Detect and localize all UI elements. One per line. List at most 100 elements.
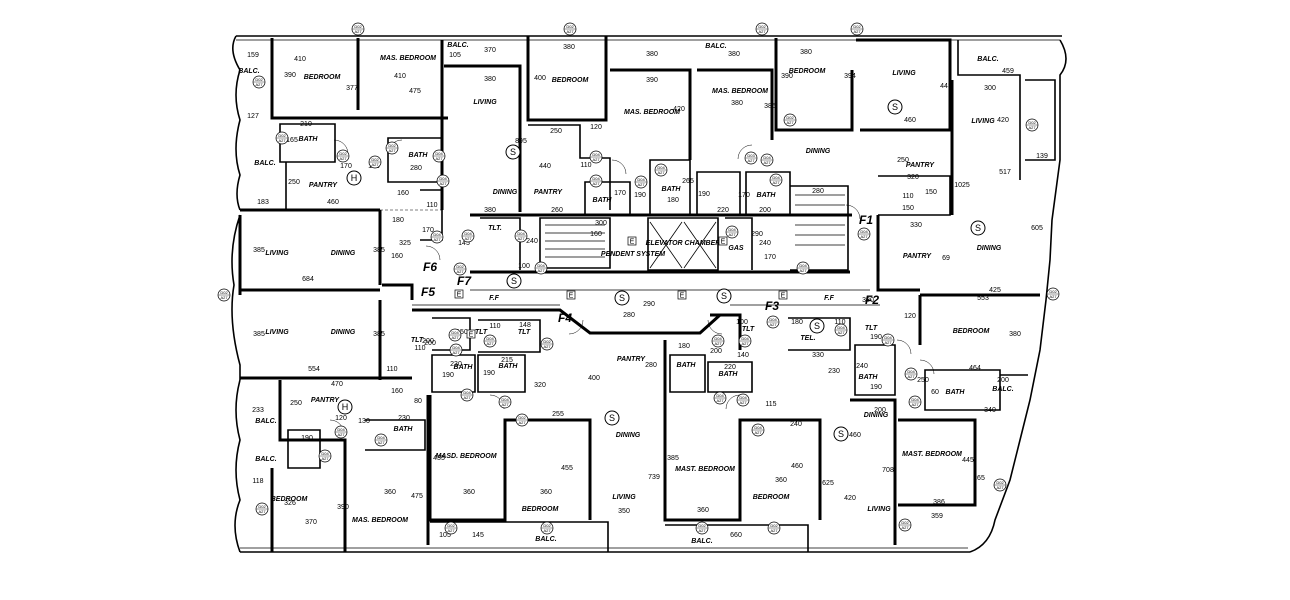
- room-label: DINING: [977, 245, 1002, 252]
- detail-tag-line: D02: [255, 77, 263, 82]
- dimension-label: 280: [645, 362, 657, 369]
- dimension-label: 105: [449, 52, 461, 59]
- room-label: LIVING: [473, 99, 497, 106]
- detail-tag-line: A27: [439, 181, 447, 186]
- detail-tag-line: A27: [837, 330, 845, 335]
- detail-tag-line: D02: [698, 523, 706, 528]
- dimension-label: 325: [399, 240, 411, 247]
- dimension-label: 386: [933, 499, 945, 506]
- dimension-label: 180: [791, 319, 803, 326]
- symbol-letter: S: [721, 291, 727, 301]
- detail-tag-line: A27: [1028, 125, 1036, 130]
- dimension-label: 230: [450, 361, 462, 368]
- zone-tag: F1: [859, 213, 873, 227]
- room-label: BATH: [719, 371, 739, 378]
- zone-tag: F6: [423, 260, 437, 274]
- room-label: PENDENT SYSTEM: [601, 251, 665, 258]
- room-label: BATH: [677, 362, 697, 369]
- room-label: LIVING: [265, 329, 289, 336]
- detail-tag-line: D04: [435, 151, 443, 156]
- dimension-label: 200: [759, 207, 771, 214]
- dimension-label: 170: [340, 163, 352, 170]
- detail-tag-line: A27: [860, 234, 868, 239]
- detail-tag-line: D04: [451, 330, 459, 335]
- exit-box: [566, 290, 576, 300]
- room-label: DINING: [864, 412, 889, 419]
- exit-box: [778, 290, 788, 300]
- detail-tag-line: D02: [388, 143, 396, 148]
- detail-tag-line: A27: [657, 170, 665, 175]
- dimension-label: 385: [373, 247, 385, 254]
- detail-tag-line: A27: [451, 335, 459, 340]
- exit-letter: E: [457, 292, 462, 299]
- room-label: MAS. BEDROOM: [712, 88, 768, 95]
- exit-box: [627, 236, 637, 246]
- dimension-label: 190: [442, 372, 454, 379]
- room-label: BATH: [757, 192, 777, 199]
- symbol-letter: S: [510, 147, 516, 157]
- dimension-label: 240: [759, 240, 771, 247]
- detail-tag-line: A27: [486, 341, 494, 346]
- room-label: MAS. BEDROOM: [624, 109, 680, 116]
- detail-tag-line: D03: [747, 153, 755, 158]
- detail-tag-line: D04: [739, 395, 747, 400]
- dimension-label: 230: [398, 415, 410, 422]
- detail-tag-line: A27: [911, 402, 919, 407]
- dimension-label: 210: [300, 121, 312, 128]
- dimension-label: 739: [648, 474, 660, 481]
- dimension-label: 250: [288, 179, 300, 186]
- dimension-label: 265: [682, 178, 694, 185]
- symbol-letter: S: [975, 223, 981, 233]
- dimension-label: 326: [284, 500, 296, 507]
- dimension-label: 170: [422, 227, 434, 234]
- detail-tag-line: D04: [772, 175, 780, 180]
- detail-tag-line: A27: [433, 237, 441, 242]
- detail-tag-line: D04: [463, 390, 471, 395]
- dimension-label: 250: [897, 157, 909, 164]
- dimension-label: 380: [646, 51, 658, 58]
- room-label: BALC.: [238, 68, 259, 75]
- detail-tag-line: D04: [728, 227, 736, 232]
- detail-tag-line: D02: [339, 151, 347, 156]
- room-label: TLT.: [488, 225, 502, 232]
- symbol-letter: H: [342, 402, 349, 412]
- room-label: BALC.: [254, 160, 275, 167]
- dimension-label: 110: [386, 366, 397, 373]
- dimension-label: 115: [765, 401, 776, 408]
- detail-tag-line: D04: [741, 336, 749, 341]
- symbol-letter: S: [511, 276, 517, 286]
- dimension-label: 250: [917, 377, 929, 384]
- room-label: BEDROOM: [522, 506, 559, 513]
- dimension-label: 554: [308, 366, 320, 373]
- detail-tag-line: D04: [464, 231, 472, 236]
- dimension-label: 200: [874, 407, 886, 414]
- detail-tag-line: D02: [456, 264, 464, 269]
- zone-tag: F4: [558, 311, 572, 325]
